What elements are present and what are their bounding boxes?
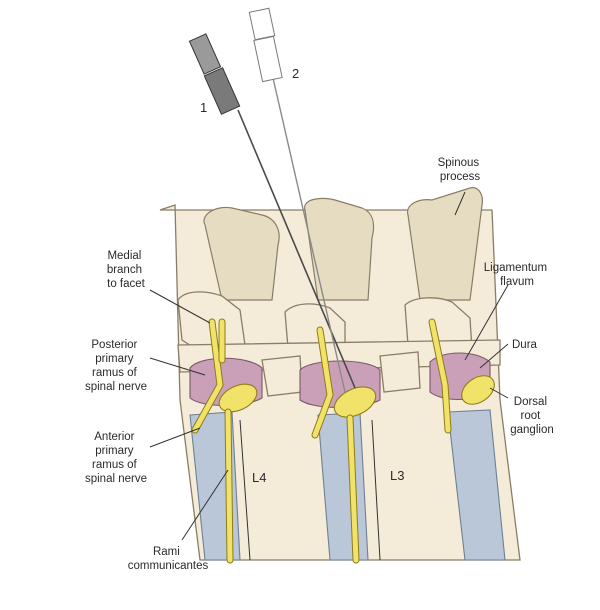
label-dura: Dura — [512, 339, 538, 351]
leader-anterior-ramus — [149, 427, 201, 448]
needle-2-cap — [248, 7, 276, 41]
spinous-process-left — [203, 206, 280, 301]
disc-right — [447, 409, 506, 561]
label-spinous-process: Spinous process — [438, 157, 483, 183]
label-posterior-primary-ramus: Posterior primary ramus of spinal nerve — [85, 339, 147, 393]
label-rami-communicantes: Rami communicantes — [128, 546, 209, 572]
leader-rami — [181, 469, 229, 541]
label-l3: L3 — [390, 468, 404, 483]
posterior-elements — [177, 187, 501, 397]
label-needle-2: 2 — [292, 66, 299, 81]
label-needle-1: 1 — [200, 100, 207, 115]
lamina-band — [177, 339, 501, 373]
nerve-right-ramus — [429, 319, 451, 433]
label-medial-branch: Medial branch to facet — [107, 250, 146, 290]
text-labels: 1 2 Spinous process Ligamentum flavum Du… — [85, 66, 554, 572]
needle-1-cap — [188, 33, 222, 75]
nerve-middle-ramus — [312, 327, 333, 438]
needle-2-hub — [253, 35, 283, 83]
nerve-left-ramus — [192, 319, 223, 433]
label-dorsal-root-ganglion: Dorsal root ganglion — [510, 396, 553, 436]
ganglion-middle — [333, 386, 377, 418]
ganglion-left — [218, 383, 258, 413]
leader-medial-branch — [149, 289, 211, 324]
rami-left — [225, 409, 233, 563]
needles — [188, 7, 356, 393]
label-anterior-primary-ramus: Anterior primary ramus of spinal nerve — [85, 431, 147, 485]
spinous-process-middle — [304, 197, 375, 301]
leader-lines — [149, 191, 509, 541]
pedicle-left — [261, 355, 303, 397]
spinous-process-right — [406, 187, 483, 301]
rami-middle — [347, 415, 359, 563]
leader-posterior-ramus — [149, 357, 206, 376]
ganglion-right — [461, 375, 495, 405]
pedicle-right — [379, 351, 421, 393]
leader-spinous — [454, 191, 466, 216]
label-ligamentum-flavum: Ligamentum flavum — [484, 262, 551, 288]
body-line-2 — [371, 419, 381, 561]
leader-ganglion — [489, 387, 509, 399]
nerves — [191, 318, 495, 564]
needle-1-hub — [203, 67, 241, 115]
needle-2-shaft — [272, 77, 346, 393]
leader-ligamentum — [464, 284, 509, 361]
label-l4: L4 — [252, 470, 266, 485]
body-line-1 — [239, 419, 251, 561]
needle-1-shaft — [237, 109, 356, 389]
leader-dura — [479, 343, 509, 369]
